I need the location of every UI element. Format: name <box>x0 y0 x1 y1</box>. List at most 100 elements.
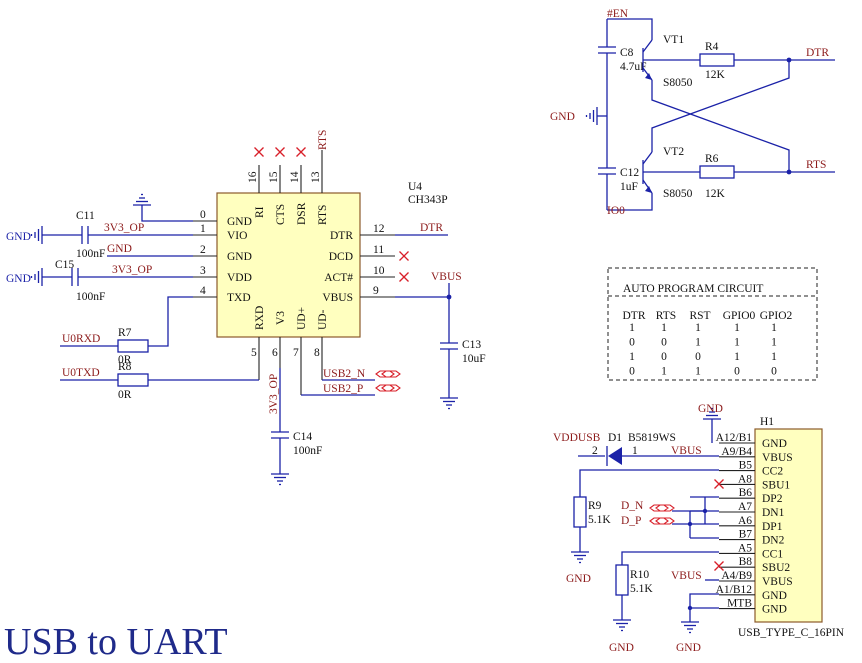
table-cell: 1 <box>734 337 740 349</box>
pin-9-name: VBUS <box>322 292 353 304</box>
r7-value: 0R <box>118 354 132 366</box>
connector-pin-name: GND <box>762 604 787 616</box>
r6-resistor[interactable]: R6 12K RTS <box>699 153 835 200</box>
connector-pin-num: A9/B4 <box>721 446 752 458</box>
c11-capacitor[interactable]: C11 100nF GND <box>6 210 193 260</box>
pin-10-num: 10 <box>373 265 385 277</box>
pin-8-name: UD- <box>317 309 329 330</box>
c14-value: 100nF <box>293 445 322 457</box>
r7-ref: R7 <box>118 327 132 339</box>
table-cell: 0 <box>771 366 777 378</box>
connector-pin-name: SBU1 <box>762 479 790 491</box>
table-cell: 0 <box>629 337 635 349</box>
d1-ref: D1 <box>608 432 622 444</box>
r9-resistor[interactable]: R9 5.1K GND <box>566 469 719 585</box>
pin-16-name: RI <box>254 206 266 218</box>
pin-1-name: VIO <box>227 230 247 242</box>
table-cell: 1 <box>734 322 740 334</box>
c13-value: 10uF <box>462 353 486 365</box>
connector-pin-name: DP1 <box>762 521 783 533</box>
d1-pin-a: 2 <box>592 445 598 457</box>
connector-pin-name: VBUS <box>762 452 793 464</box>
d1-diode[interactable]: VDDUSB D1 B5819WS 2 1 VBUS <box>553 432 719 466</box>
net-rts-auto: RTS <box>806 159 826 171</box>
r8-resistor[interactable]: R8 0R U0TXD <box>60 361 259 401</box>
connector-pin-name: SBU2 <box>762 562 790 574</box>
connector-pin-name: CC1 <box>762 548 783 560</box>
connector-pin-num: A12/B1 <box>716 432 753 444</box>
table-cell: 0 <box>661 337 667 349</box>
net-gnd-pin2: GND <box>107 243 132 255</box>
pin-14-num: 14 <box>289 171 301 183</box>
c12-value: 1uF <box>620 181 638 193</box>
c14-ref: C14 <box>293 431 312 443</box>
pin-11-name: DCD <box>329 251 353 263</box>
c14-capacitor[interactable]: C14 100nF 3V3_OP <box>268 368 322 486</box>
net-3v3-vio: 3V3_OP <box>104 222 144 234</box>
pin-6-num: 6 <box>272 347 278 359</box>
table-cell: 1 <box>629 351 635 363</box>
c11-value: 100nF <box>76 248 105 260</box>
vt2-transistor[interactable]: VT2 S8050 <box>642 146 700 200</box>
pin-14-name: DSR <box>296 202 308 225</box>
pin-7-num: 7 <box>293 347 299 359</box>
connector-pin-num: B5 <box>739 460 753 472</box>
ic-top-pins: 16 15 14 13 RI CTS DSR RTS RTS <box>247 130 329 225</box>
pin-8-num: 8 <box>314 347 320 359</box>
table-cell: 0 <box>629 366 635 378</box>
r8-value: 0R <box>118 389 132 401</box>
pin-5-num: 5 <box>251 347 257 359</box>
c15-capacitor[interactable]: C15 100nF GND <box>6 259 193 303</box>
r4-value: 12K <box>705 69 726 81</box>
vt1-value: S8050 <box>663 77 693 89</box>
connector-pin-num: B6 <box>739 487 753 499</box>
ch343p-block: U4 CH343P 0 1 2 3 4 GND VIO GND VDD TXD <box>4 130 486 663</box>
table-cell: 0 <box>734 366 740 378</box>
ic-right-pins: 12 11 10 9 DTR DCD ACT# VBUS <box>322 223 395 304</box>
vt1-ref: VT1 <box>663 34 684 46</box>
r6-value: 12K <box>705 188 726 200</box>
pin-13-num: 13 <box>310 171 322 183</box>
table-cell: 1 <box>695 322 701 334</box>
c15-value: 100nF <box>76 291 105 303</box>
r8-ref: R8 <box>118 361 132 373</box>
r9-ref: R9 <box>588 500 602 512</box>
net-u0txd: U0TXD <box>62 367 100 379</box>
c11-ref: C11 <box>76 210 95 222</box>
connector-part: USB_TYPE_C_16PIN <box>738 627 845 639</box>
usb-c-connector-body[interactable] <box>754 428 823 623</box>
ch343p-ic-body[interactable] <box>216 192 361 338</box>
table-header: GPIO0 <box>723 310 756 322</box>
page-title: USB to UART <box>4 621 228 663</box>
r7-resistor[interactable]: R7 0R U0RXD <box>60 296 193 366</box>
pin-7-name: UD+ <box>296 307 308 330</box>
connector-pin-name: GND <box>762 590 787 602</box>
r4-resistor[interactable]: R4 12K DTR <box>699 41 835 81</box>
table-cell: 1 <box>771 322 777 334</box>
net-usb2n: USB2_N <box>323 368 366 380</box>
r9-value: 5.1K <box>588 514 611 526</box>
c8-ref: C8 <box>620 47 634 59</box>
pin-2-name: GND <box>227 251 252 263</box>
c11-gnd-label: GND <box>6 231 31 243</box>
net-en: #EN <box>607 8 629 20</box>
connector-designator: H1 <box>760 416 774 428</box>
pin-16-num: 16 <box>247 171 259 183</box>
connector-pin-name: VBUS <box>762 576 793 588</box>
pin-10-name: ACT# <box>324 272 353 284</box>
table-cell: 1 <box>629 322 635 334</box>
net-rts-top: RTS <box>317 130 329 150</box>
r10-resistor[interactable]: R10 5.1K GND <box>609 551 719 654</box>
net-vddusb: VDDUSB <box>553 432 601 444</box>
net-dp: D_P <box>621 515 641 527</box>
auto-reset-circuit: #EN C8 4.7uF GND C12 1uF IO0 VT1 S8050 <box>550 8 835 217</box>
pin-1-num: 1 <box>200 223 206 235</box>
table-header: GPIO2 <box>760 310 793 322</box>
r6-ref: R6 <box>705 153 719 165</box>
net-gnd-r10: GND <box>609 642 634 654</box>
c13-capacitor[interactable]: VBUS C13 10uF <box>395 271 486 410</box>
ic-bottom-pins: 5 6 7 8 RXD V3 UD+ UD- <box>251 306 329 395</box>
vt1-transistor[interactable]: VT1 S8050 <box>642 34 700 89</box>
